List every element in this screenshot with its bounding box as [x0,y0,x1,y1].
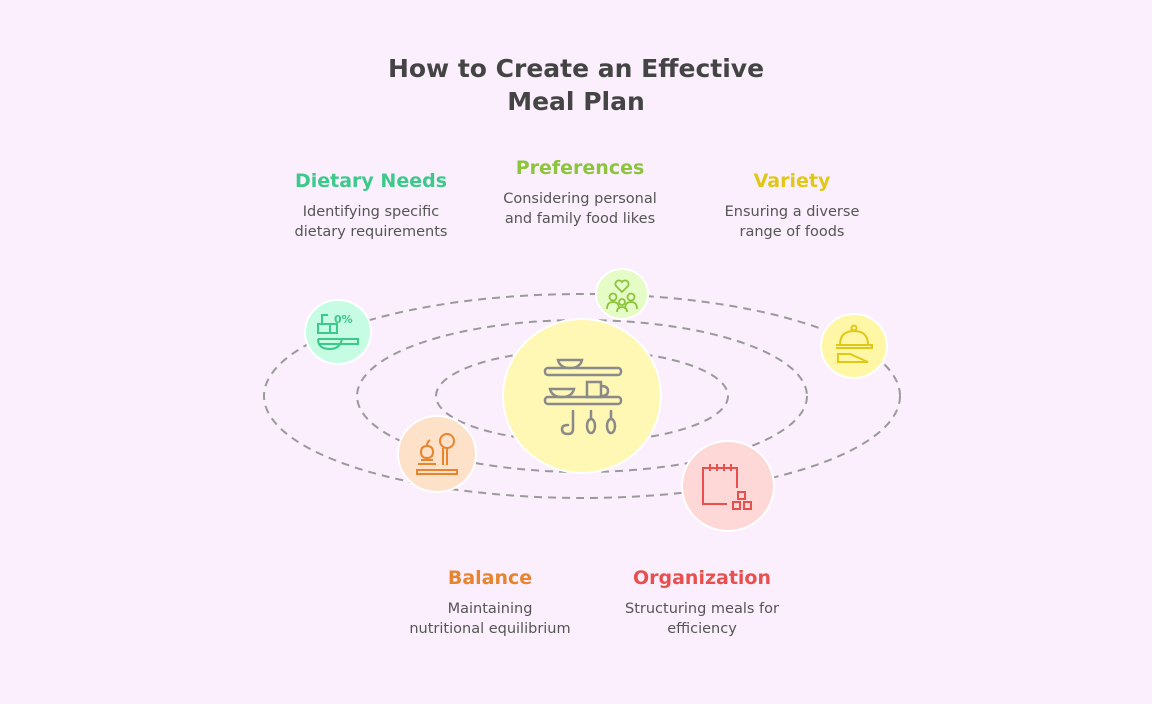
title-line-1: How to Create an Effective [387,54,765,83]
title-line-2: Meal Plan [507,87,645,116]
scale-apple-icon [397,415,477,493]
page-title: How to Create an Effective Meal Plan [0,52,1152,118]
kitchen-shelf-icon [502,318,662,474]
family-heart-icon [595,268,649,320]
svg-text:0%: 0% [334,313,353,326]
outer-orbit [263,293,901,499]
scoop-percent-icon: 0% [304,299,372,365]
preferences-title: Preferences [515,157,645,179]
middle-orbit [356,319,808,473]
balance-title: Balance [447,567,533,589]
dietary-needs-title: Dietary Needs [294,170,448,192]
cloche-icon [820,313,888,379]
calendar-blocks-icon [681,440,775,532]
organization-title: Organization [632,567,772,589]
variety-title: Variety [753,170,831,192]
